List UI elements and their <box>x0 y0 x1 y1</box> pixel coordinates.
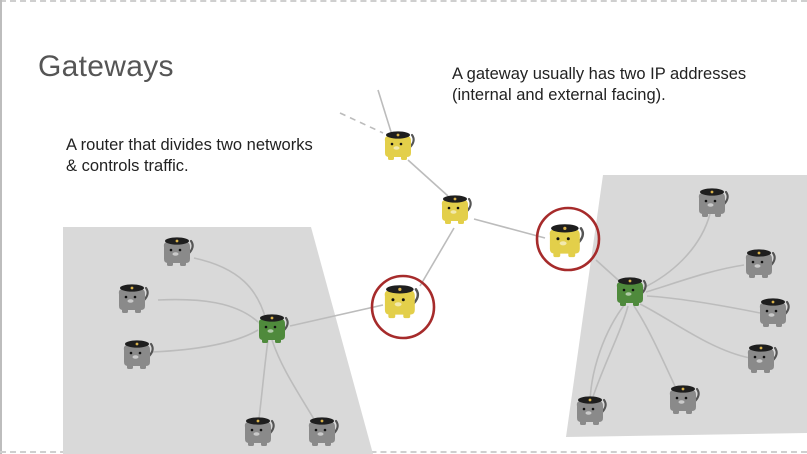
left-host-4-bear-icon <box>243 416 275 448</box>
link-right-host-3 <box>646 295 761 314</box>
left-host-3-bear-icon <box>122 339 154 371</box>
left-router-bear-icon <box>257 313 289 345</box>
link-right-host-2 <box>645 264 745 293</box>
link-right-host-4 <box>639 303 751 359</box>
link-upper-to-center <box>407 159 449 197</box>
right-host-1-bear-icon <box>697 187 729 219</box>
right-network-area <box>566 175 807 437</box>
left-host-5-bear-icon <box>307 416 339 448</box>
link-left-host-1 <box>193 257 267 321</box>
right-host-3-bear-icon <box>758 297 790 329</box>
right-gateway-bear-icon <box>548 222 585 259</box>
link-right-host-1 <box>642 213 711 289</box>
slide-title: Gateways <box>38 50 174 83</box>
slide-bottom-border <box>0 451 807 453</box>
link-left-host-3 <box>151 329 259 353</box>
link-left-host-2 <box>157 298 259 323</box>
left-host-1-bear-icon <box>162 236 194 268</box>
right-router-bear-icon <box>615 276 647 308</box>
link-left-host-5 <box>271 339 319 427</box>
link-center-to-left-gateway <box>419 227 455 287</box>
right-host-6-bear-icon <box>575 395 607 427</box>
internet-node-upper-bear-icon <box>383 130 415 162</box>
link-internet-stub-a <box>377 89 393 136</box>
link-left-gateway-to-router <box>289 304 384 327</box>
router-caption: A router that divides two networks & con… <box>66 136 313 175</box>
right-host-2-bear-icon <box>744 248 776 280</box>
left-host-2-bear-icon <box>117 283 149 315</box>
right-gateway-highlight-ring <box>535 206 601 272</box>
gateway-caption: A gateway usually has two IP addresses (… <box>452 65 747 104</box>
left-gateway-highlight-ring <box>370 274 436 340</box>
link-internet-stub-b <box>339 112 384 134</box>
left-network-area <box>63 227 373 454</box>
link-center-to-right-gateway <box>473 218 546 239</box>
left-gateway-bear-icon <box>383 283 420 320</box>
link-right-host-7 <box>589 305 629 407</box>
right-host-4-bear-icon <box>746 343 778 375</box>
link-right-host-6 <box>589 303 626 407</box>
slide-left-border <box>0 0 2 454</box>
internet-node-center-bear-icon <box>440 194 472 226</box>
right-host-5-bear-icon <box>668 384 700 416</box>
slide-top-border <box>0 0 807 2</box>
